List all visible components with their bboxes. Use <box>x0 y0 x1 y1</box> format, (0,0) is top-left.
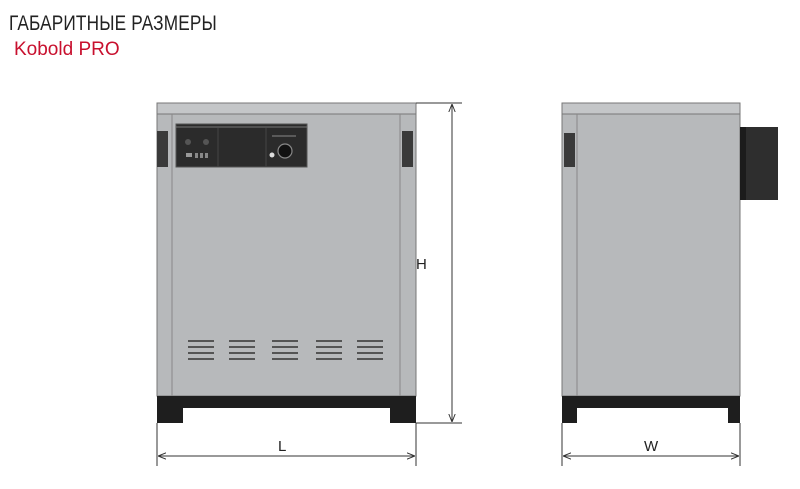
side-handle <box>564 133 575 167</box>
length-label: L <box>278 438 286 455</box>
burner-box <box>740 127 778 200</box>
ventilation-grille <box>188 340 383 360</box>
front-view <box>156 102 417 423</box>
side-handle <box>402 131 413 167</box>
dimension-lines <box>156 102 741 466</box>
page-title: ГАБАРИТНЫЕ РАЗМЕРЫ <box>9 12 217 35</box>
height-label: H <box>416 256 427 273</box>
side-handle <box>157 131 168 167</box>
base-stand <box>157 396 416 423</box>
width-label: W <box>644 438 659 455</box>
model-name: Kobold PRO <box>14 39 120 60</box>
side-view <box>561 102 778 423</box>
thermostat-knob-icon <box>277 143 293 159</box>
base-stand <box>562 396 740 423</box>
control-panel <box>175 123 308 168</box>
